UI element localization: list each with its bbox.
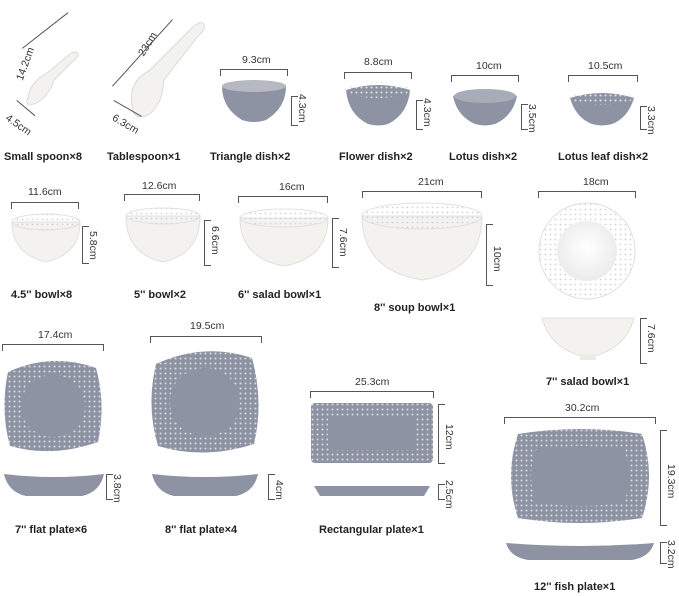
- salad-bowl-7-side-image: [541, 317, 635, 360]
- flat-plate-7-label: 7'' flat plate×6: [15, 524, 88, 536]
- fish-plate-side-image: [506, 543, 654, 560]
- lotus-leaf-dish-width: 10.5cm: [588, 60, 623, 72]
- flat-plate-7-side-image: [4, 474, 104, 496]
- salad-bowl-7-width: 18cm: [583, 176, 609, 188]
- salad-bowl-6-label: 6'' salad bowl×1: [238, 289, 322, 301]
- flat-plate-8-top-image: [151, 351, 259, 453]
- soup-bowl-8-height: 10cm: [491, 246, 503, 272]
- salad-bowl-7-label: 7'' salad bowl×1: [546, 376, 630, 388]
- bowl-5-height: 6.6cm: [209, 226, 221, 255]
- salad-bowl-7-top-image: [538, 202, 636, 300]
- bowl-45-image: [11, 213, 81, 263]
- salad-bowl-6-image: [239, 208, 329, 267]
- bowl-5-label: 5'' bowl×2: [134, 289, 186, 301]
- flat-plate-7-top-image: [4, 360, 102, 452]
- rect-plate-label: Rectangular plate×1: [319, 524, 424, 536]
- small-spoon-image: [26, 51, 79, 105]
- flower-dish-height: 4.3cm: [421, 98, 433, 127]
- lotus-leaf-dish-image: [570, 91, 634, 126]
- fish-plate-side-height: 3.2cm: [665, 540, 677, 569]
- fish-plate-width: 30.2cm: [565, 402, 600, 414]
- flat-plate-7-height: 3.8cm: [111, 474, 123, 503]
- tablespoon-image: [130, 22, 205, 118]
- lotus-leaf-dish-label: Lotus leaf dish×2: [558, 151, 649, 163]
- flower-dish-width: 8.8cm: [364, 56, 393, 68]
- bowl-45-width: 11.6cm: [28, 186, 62, 198]
- lotus-dish-image: [453, 89, 517, 126]
- bowl-45-label: 4.5'' bowl×8: [11, 289, 73, 301]
- fish-plate-height: 19.3cm: [665, 464, 677, 499]
- flower-dish-image: [346, 82, 410, 126]
- lotus-leaf-dish-height: 3.3cm: [645, 106, 657, 135]
- rect-plate-side-height: 2.5cm: [443, 480, 455, 509]
- fish-plate-top-image: [511, 429, 649, 523]
- flat-plate-8-height: 4cm: [273, 480, 285, 500]
- rect-plate-height: 12cm: [443, 424, 455, 450]
- bowl-5-image: [125, 207, 201, 263]
- salad-bowl-6-width: 16cm: [279, 181, 305, 193]
- salad-bowl-7-height: 7.6cm: [645, 324, 657, 353]
- flat-plate-8-label: 8'' flat plate×4: [165, 524, 238, 536]
- lotus-dish-width: 10cm: [476, 60, 502, 72]
- rect-plate-top-image: [311, 403, 433, 463]
- triangle-dish-width: 9.3cm: [242, 54, 271, 66]
- fish-plate-label: 12'' fish plate×1: [534, 581, 616, 593]
- small-spoon-label: Small spoon×8: [4, 151, 82, 163]
- soup-bowl-8-image: [361, 202, 483, 281]
- rect-plate-width: 25.3cm: [355, 376, 390, 388]
- lotus-dish-height: 3.5cm: [526, 104, 538, 133]
- tablespoon-label: Tablespoon×1: [107, 151, 181, 163]
- flat-plate-7-width: 17.4cm: [38, 329, 73, 341]
- soup-bowl-8-width: 21cm: [418, 176, 444, 188]
- bowl-5-width: 12.6cm: [142, 180, 177, 192]
- soup-bowl-8-label: 8'' soup bowl×1: [374, 302, 456, 314]
- salad-bowl-6-height: 7.6cm: [337, 228, 349, 257]
- rect-plate-side-image: [314, 486, 430, 496]
- flat-plate-8-width: 19.5cm: [190, 320, 225, 332]
- triangle-dish-image: [222, 80, 286, 122]
- bowl-45-height: 5.8cm: [87, 231, 99, 260]
- triangle-dish-height: 4.3cm: [296, 94, 308, 123]
- lotus-dish-label: Lotus dish×2: [449, 151, 518, 163]
- flower-dish-label: Flower dish×2: [339, 151, 413, 163]
- triangle-dish-label: Triangle dish×2: [210, 151, 291, 163]
- flat-plate-8-side-image: [152, 474, 258, 496]
